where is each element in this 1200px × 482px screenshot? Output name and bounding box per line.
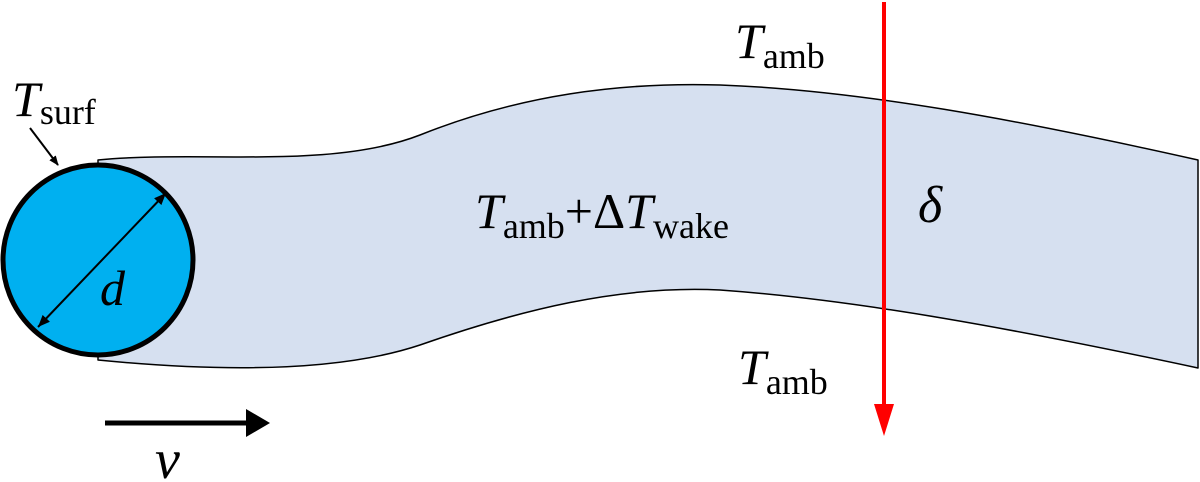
velocity-label: v — [155, 429, 180, 482]
thickness-arrowhead — [874, 404, 894, 436]
diameter-arrow — [37, 192, 167, 328]
velocity-arrowhead — [246, 409, 270, 437]
thermal-wake — [97, 83, 1199, 369]
wake-temperature-label: Tamb+ΔTwake — [475, 183, 729, 246]
ambient-temperature-top-label: Tamb — [735, 13, 825, 76]
ambient-temperature-bottom-label: Tamb — [738, 339, 828, 402]
surface-temperature-label: Tsurf — [12, 71, 96, 132]
thickness-label: δ — [918, 177, 943, 234]
diameter-label: d — [100, 260, 126, 316]
surface-pointer-arrow — [29, 127, 59, 166]
